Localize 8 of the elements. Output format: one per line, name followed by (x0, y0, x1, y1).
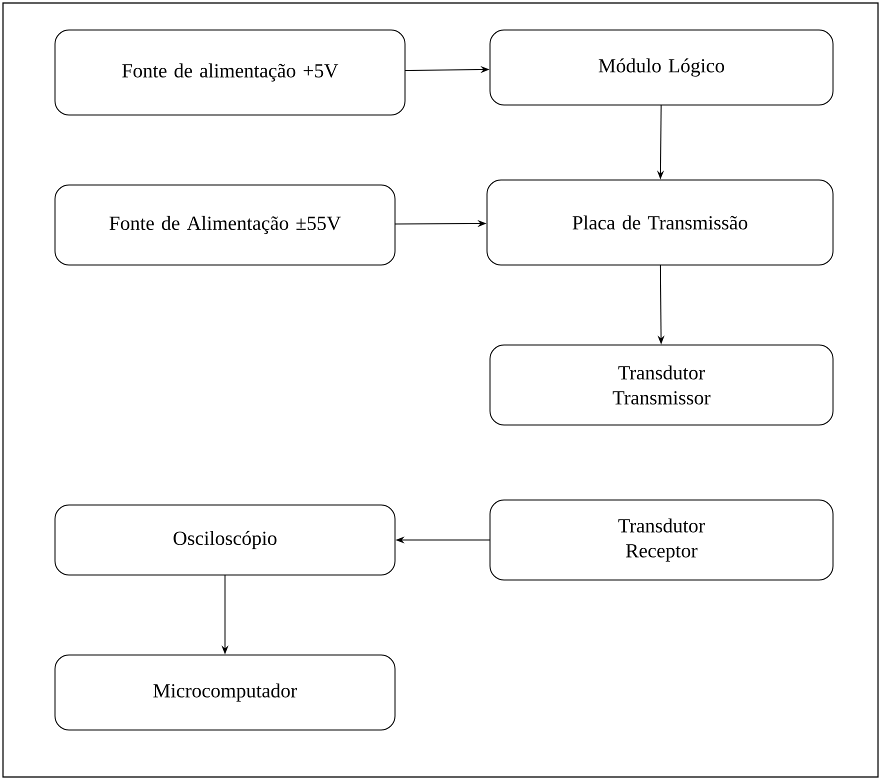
process-box: Transdutor Receptor (490, 500, 834, 580)
process-box: Microcomputador (54, 654, 396, 730)
process-box: Osciloscópio (54, 504, 396, 576)
process-box: Fonte de Alimentação ±55V (54, 184, 396, 266)
process-box: Fonte de alimentação +5V (54, 30, 406, 116)
process-box: Transdutor Transmissor (490, 344, 834, 426)
process-box: Módulo Lógico (490, 30, 834, 106)
process-box: Placa de Transmissão (486, 180, 834, 266)
